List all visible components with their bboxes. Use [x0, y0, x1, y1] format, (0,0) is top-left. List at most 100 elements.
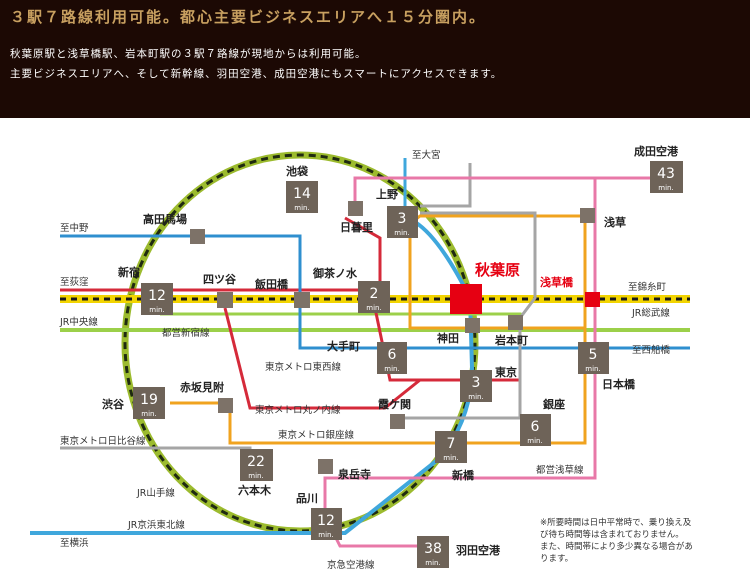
- shibuya-box: 19 min.: [133, 387, 165, 419]
- ginza-min: 6: [531, 419, 540, 435]
- ochanomizu-unit: min.: [366, 304, 381, 312]
- roppongi-box: 22 min.: [240, 449, 273, 481]
- label-hibiya: 東京メトロ日比谷線: [60, 435, 146, 447]
- narita-min: 43: [657, 166, 675, 182]
- dest-yokohama: 至横浜: [60, 537, 89, 549]
- ueno-unit: min.: [394, 229, 409, 237]
- tokyo-min: 3: [472, 375, 481, 391]
- station-ochanomizu: 御茶ノ水: [312, 266, 358, 280]
- ueno-box: 3 min.: [387, 206, 418, 238]
- station-shimbashi: 新橋: [452, 468, 475, 482]
- label-keihin: JR京浜東北線: [127, 519, 185, 531]
- station-kanda: 神田: [437, 331, 459, 345]
- label-marunouchi: 東京メトロ丸ノ内線: [255, 404, 341, 416]
- ikebukuro-box: 14 min.: [286, 181, 318, 213]
- label-keikyu: 京急空港線: [327, 559, 375, 571]
- otemachi-box: 6 min.: [377, 342, 407, 374]
- dest-kinshicho: 至錦糸町: [628, 281, 667, 293]
- label-ginza: 東京メトロ銀座線: [278, 429, 355, 441]
- note-line-3: また、時間帯により多少異なる場合があ: [540, 541, 693, 552]
- akihabara-marker: [450, 284, 482, 314]
- station-kasumigaseki: 霞ケ関: [378, 398, 411, 411]
- asakusabashi-marker: [585, 292, 600, 307]
- narita-unit: min.: [658, 184, 673, 192]
- label-yamanote: JR山手線: [136, 487, 175, 499]
- tokyo-box: 3 min.: [460, 370, 492, 402]
- station-roppongi: 六本木: [238, 483, 272, 497]
- station-narita: 成田空港: [634, 144, 679, 158]
- haneda-min: 38: [424, 541, 442, 557]
- ochanomizu-box: 2 min.: [358, 281, 390, 313]
- header-banner: ３駅７路線利用可能。都心主要ビジネスエリアへ１５分圏内。 秋葉原駅と浅草橋駅、岩…: [0, 0, 750, 118]
- station-sengakuji: 泉岳寺: [337, 467, 371, 481]
- iwamotocho-marker: [508, 315, 523, 330]
- sengakuji-marker: [318, 459, 333, 474]
- station-shinjuku: 新宿: [118, 265, 140, 279]
- shinjuku-unit: min.: [149, 306, 164, 314]
- kasumigaseki-marker: [390, 414, 405, 429]
- station-iwamotocho: 岩本町: [494, 333, 528, 347]
- headline: ３駅７路線利用可能。都心主要ビジネスエリアへ１５分圏内。: [10, 8, 487, 26]
- shinagawa-box: 12 min.: [311, 508, 342, 540]
- station-ginza: 銀座: [543, 397, 565, 411]
- label-asakusa: 都営浅草線: [536, 464, 584, 476]
- shinagawa-min: 12: [317, 513, 335, 529]
- description-line-1: 秋葉原駅と浅草橋駅、岩本町駅の３駅７路線が現地からは利用可能。: [10, 48, 367, 60]
- shimbashi-min: 7: [447, 436, 456, 452]
- shibuya-unit: min.: [141, 410, 156, 418]
- station-akasakamitsuke: 赤坂見附: [180, 380, 224, 394]
- label-chuo: JR中央線: [59, 316, 98, 328]
- iidabashi-marker: [294, 292, 310, 308]
- roppongi-unit: min.: [248, 472, 263, 480]
- nihonbashi-box: 5 min.: [578, 342, 609, 374]
- ueno-min: 3: [398, 211, 407, 227]
- station-asakusabashi: 浅草橋: [540, 275, 574, 289]
- shibuya-min: 19: [140, 392, 158, 408]
- ochanomizu-min: 2: [370, 286, 379, 302]
- otemachi-unit: min.: [384, 365, 399, 373]
- haneda-unit: min.: [425, 559, 440, 567]
- roppongi-min: 22: [247, 454, 265, 470]
- ginza-unit: min.: [527, 437, 542, 445]
- station-shibuya: 渋谷: [102, 397, 125, 411]
- dest-nakano: 至中野: [60, 222, 89, 234]
- station-shinagawa: 品川: [296, 492, 318, 505]
- note-line-1: ※所要時間は日中平常時で、乗り換え及: [540, 517, 692, 528]
- otemachi-min: 6: [388, 347, 397, 363]
- nihonbashi-min: 5: [589, 347, 598, 363]
- narita-box: 43 min.: [650, 161, 683, 193]
- station-ueno: 上野: [376, 187, 398, 201]
- station-otemachi: 大手町: [327, 339, 360, 353]
- station-nihonbashi: 日本橋: [602, 377, 636, 391]
- station-takadanobaba: 高田馬場: [143, 212, 187, 226]
- nihonbashi-unit: min.: [585, 365, 600, 373]
- dest-nishifunabashi: 至西船橋: [632, 344, 671, 356]
- shimbashi-unit: min.: [443, 454, 458, 462]
- ginza-box: 6 min.: [520, 414, 551, 446]
- ikebukuro-unit: min.: [294, 204, 309, 212]
- dest-oomiya: 至大宮: [412, 149, 441, 161]
- station-iidabashi: 飯田橋: [254, 277, 289, 291]
- dest-ogikubo: 至荻窪: [60, 276, 89, 288]
- description-line-2: 主要ビジネスエリアへ、そして新幹線、羽田空港、成田空港にもスマートにアクセスでき…: [10, 68, 503, 80]
- label-shinjuku: 都営新宿線: [162, 327, 210, 339]
- shimbashi-box: 7 min.: [435, 431, 467, 463]
- tozai-line: [60, 234, 690, 350]
- asakusa-marker: [580, 208, 595, 223]
- station-ikebukuro: 池袋: [286, 164, 309, 178]
- tokyo-unit: min.: [468, 393, 483, 401]
- station-asakusa: 浅草: [604, 215, 626, 229]
- shinagawa-unit: min.: [318, 531, 333, 539]
- label-tozai: 東京メトロ東西線: [265, 361, 342, 373]
- note-line-2: び待ち時間等は含まれておりません。: [540, 529, 684, 540]
- yotsuya-marker: [217, 292, 233, 308]
- station-akihabara: 秋葉原: [475, 261, 520, 279]
- station-yotsuya: 四ツ谷: [203, 272, 237, 286]
- label-sobu: JR総武線: [631, 307, 670, 319]
- haneda-box: 38 min.: [417, 536, 449, 568]
- ginza-line: [170, 214, 587, 445]
- note-line-4: ります。: [540, 554, 573, 564]
- akasakamitsuke-marker: [218, 398, 233, 413]
- station-nippori: 日暮里: [340, 220, 373, 234]
- takadanobaba-marker: [190, 229, 205, 244]
